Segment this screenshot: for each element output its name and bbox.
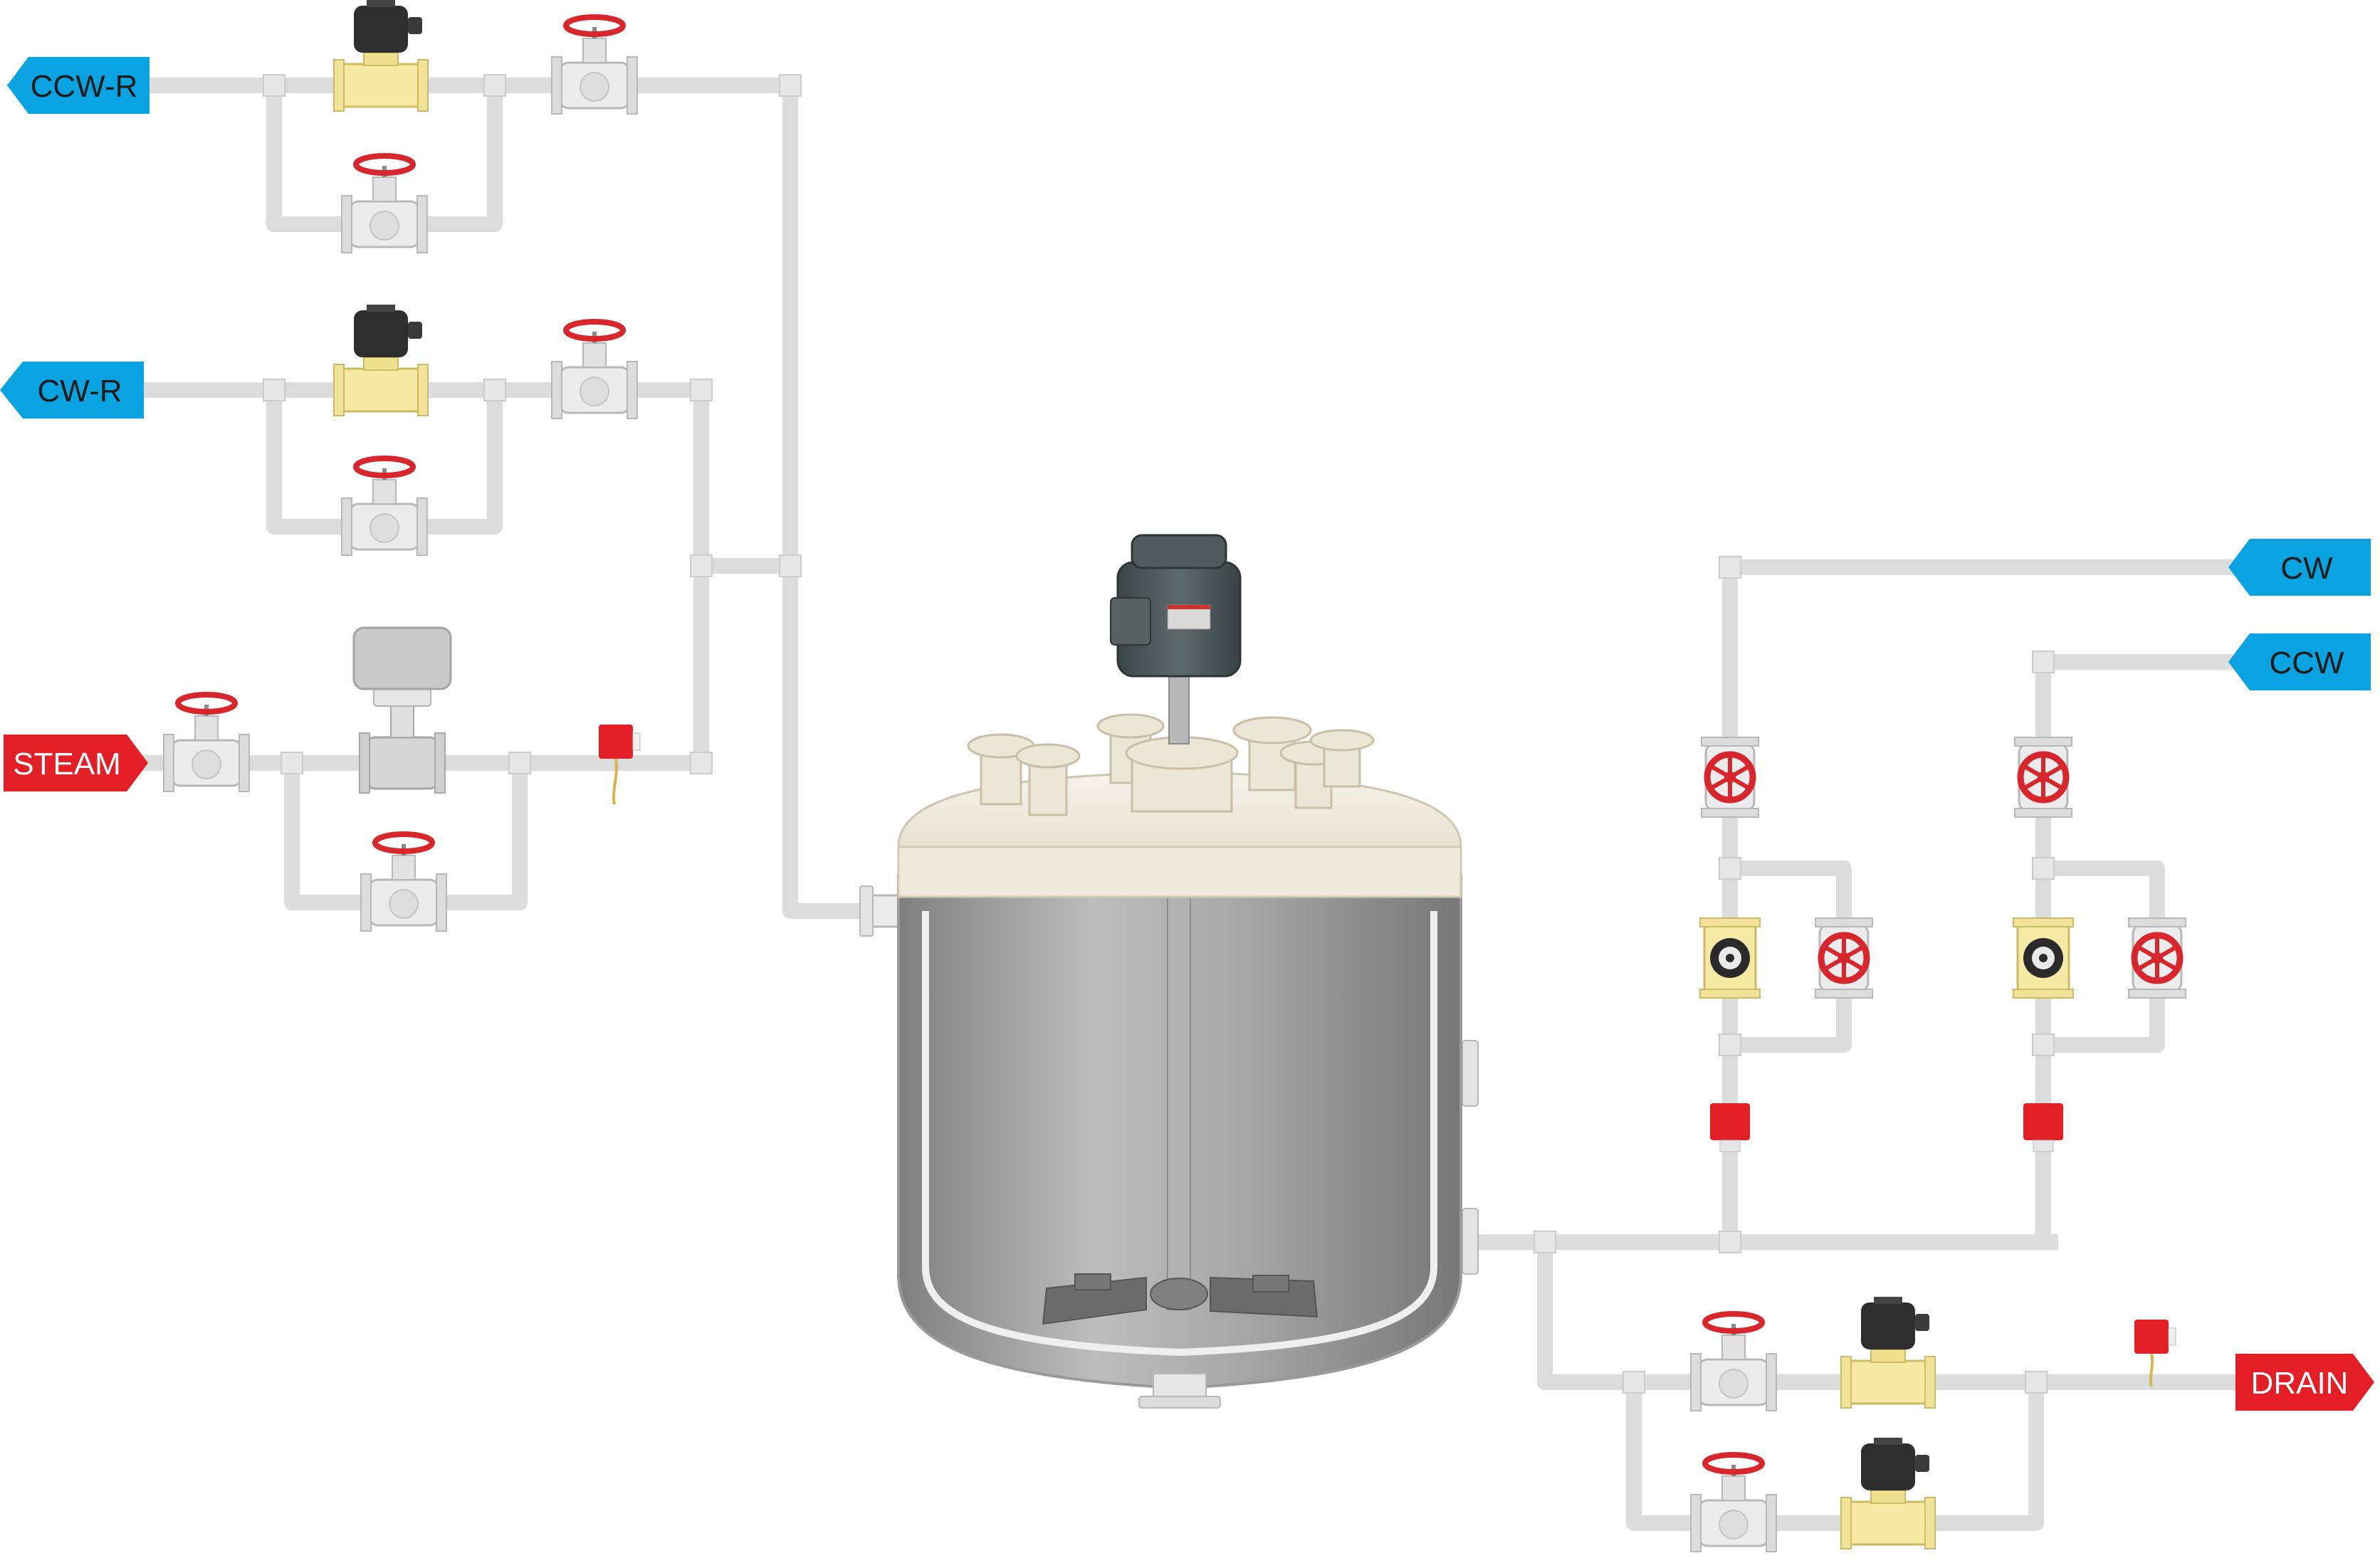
joint-2	[484, 75, 505, 96]
joint-21	[2025, 1372, 2047, 1393]
joint-19	[1719, 1231, 1741, 1253]
lid-nozzle-4	[1126, 737, 1237, 811]
joint-17	[2033, 1034, 2054, 1056]
joint-16	[1719, 1034, 1741, 1056]
tag-cw-r[interactable]: CW-R	[0, 362, 144, 419]
motor-fan-cover	[1132, 535, 1226, 568]
steam-control-valve[interactable]	[354, 628, 451, 793]
flowmeters	[1700, 918, 2073, 998]
joint-15	[2033, 858, 2054, 879]
globe-valve-ccw-r-main[interactable]	[552, 17, 637, 114]
solenoid-valve-drain-main[interactable]	[1841, 1297, 1935, 1408]
solenoid-valve-ccw-r[interactable]	[334, 0, 428, 111]
tag-cw-r-label: CW-R	[38, 374, 122, 409]
tag-cw[interactable]: CW	[2228, 539, 2371, 596]
flow-switch-cw[interactable]	[1710, 1103, 1750, 1152]
globe-valve-cw-r-main[interactable]	[552, 322, 637, 419]
reactor-vessel	[860, 535, 1478, 1408]
joint-4	[263, 379, 285, 401]
tag-ccw-r-label: CCW-R	[31, 69, 138, 104]
tag-steam[interactable]: STEAM	[4, 735, 148, 791]
globe-valve-steam-inlet[interactable]	[164, 695, 249, 791]
flowmeter-cw[interactable]	[1700, 918, 1760, 998]
joint-12	[1719, 557, 1741, 578]
globe-valve-cw-r-bypass[interactable]	[342, 458, 427, 555]
handwheel-valve-ccw-bypass[interactable]	[2129, 918, 2186, 998]
joint-13	[2033, 651, 2054, 673]
agitator-motor[interactable]	[1111, 535, 1240, 744]
joint-6	[691, 379, 712, 401]
tag-drain-label: DRAIN	[2251, 1366, 2349, 1401]
globe-valve-drain-bypass[interactable]	[1691, 1455, 1776, 1552]
tag-cw-label: CW	[2280, 551, 2333, 586]
handwheel-valve-ccw-main[interactable]	[2015, 737, 2072, 817]
joint-3	[780, 75, 801, 96]
joint-9	[281, 752, 303, 774]
handwheel-valve-cw-main[interactable]	[1702, 737, 1758, 817]
globe-valve-ccw-r-bypass[interactable]	[342, 156, 427, 253]
joint-20	[1623, 1372, 1645, 1393]
joint-7	[691, 555, 712, 577]
flowmeter-ccw[interactable]	[2013, 918, 2073, 998]
motor-shaft-coupling	[1169, 673, 1189, 744]
joint-10	[509, 752, 530, 774]
motor-terminal-box	[1111, 598, 1150, 645]
joint-8	[780, 555, 801, 577]
flow-switch-ccw[interactable]	[2023, 1103, 2063, 1152]
joint-1	[263, 75, 285, 96]
tag-drain[interactable]: DRAIN	[2235, 1354, 2374, 1411]
tag-steam-label: STEAM	[13, 747, 121, 782]
joint-5	[484, 379, 505, 401]
globe-valve-drain-main[interactable]	[1691, 1314, 1776, 1411]
motor-nameplate-stripe	[1168, 605, 1210, 609]
tag-ccw-label: CCW	[2269, 646, 2344, 680]
solenoid-valve-drain-bypass[interactable]	[1841, 1438, 1935, 1549]
joint-18	[1534, 1231, 1556, 1253]
joint-11	[691, 752, 712, 774]
handwheel-valve-cw-bypass[interactable]	[1815, 918, 1872, 998]
joint-14	[1719, 858, 1741, 879]
lid-flange	[898, 847, 1461, 897]
tag-ccw[interactable]: CCW	[2228, 633, 2371, 690]
pipe-ccw-r-main	[150, 85, 869, 911]
globe-valve-steam-bypass[interactable]	[361, 834, 446, 931]
tag-ccw-r[interactable]: CCW-R	[7, 57, 150, 114]
solenoid-valve-cw-r[interactable]	[334, 305, 428, 416]
